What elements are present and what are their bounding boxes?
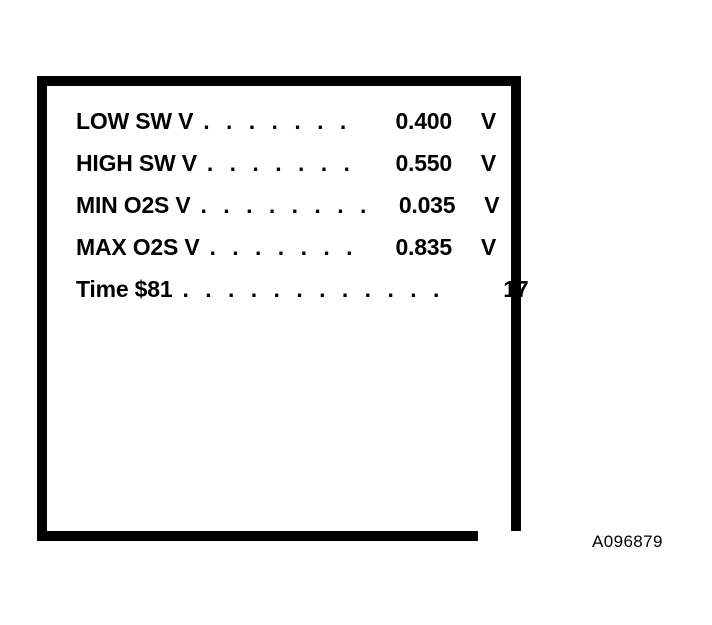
readout-label: MIN O2S V [76,192,191,218]
readout-label: HIGH SW V [76,150,197,176]
readout-unit: V [480,150,496,176]
readout-value: 0.550 [395,150,452,176]
panel-border-right [511,76,521,531]
readout-panel: LOW SW V . . . . . . . 0.400 V HIGH SW V… [37,76,529,541]
figure-reference-number: A096879 [592,532,663,551]
panel-border-top [37,76,521,86]
readout-unit: V [484,192,500,218]
readout-label: Time $81 [76,276,173,302]
readout-label: MAX O2S V [76,234,200,260]
readout-row-high-sw-v: HIGH SW V . . . . . . . 0.550 V [76,150,496,192]
readout-leader: . . . . . . . [203,108,352,134]
readout-leader: . . . . . . . [206,150,355,176]
readout-row-low-sw-v: LOW SW V . . . . . . . 0.400 V [76,108,496,150]
readout-row-min-o2s-v: MIN O2S V . . . . . . . . 0.035 V [76,192,500,234]
readout-list: LOW SW V . . . . . . . 0.400 V HIGH SW V… [76,108,529,318]
readout-row-time-81: Time $81 . . . . . . . . . . . . 17 [76,276,529,318]
readout-leader: . . . . . . . . . . . . [182,276,445,302]
readout-label: LOW SW V [76,108,194,134]
readout-leader: . . . . . . . [209,234,358,260]
readout-value: 0.035 [398,192,456,218]
readout-value: 0.835 [395,234,452,260]
panel-border-left [37,76,47,541]
readout-value: 0.400 [395,108,452,134]
readout-leader: . . . . . . . . [200,192,372,218]
readout-row-max-o2s-v: MAX O2S V . . . . . . . 0.835 V [76,234,496,276]
readout-unit: V [480,108,496,134]
readout-value: 17 [503,276,529,302]
readout-unit: V [480,234,496,260]
panel-border-bottom [37,531,478,541]
